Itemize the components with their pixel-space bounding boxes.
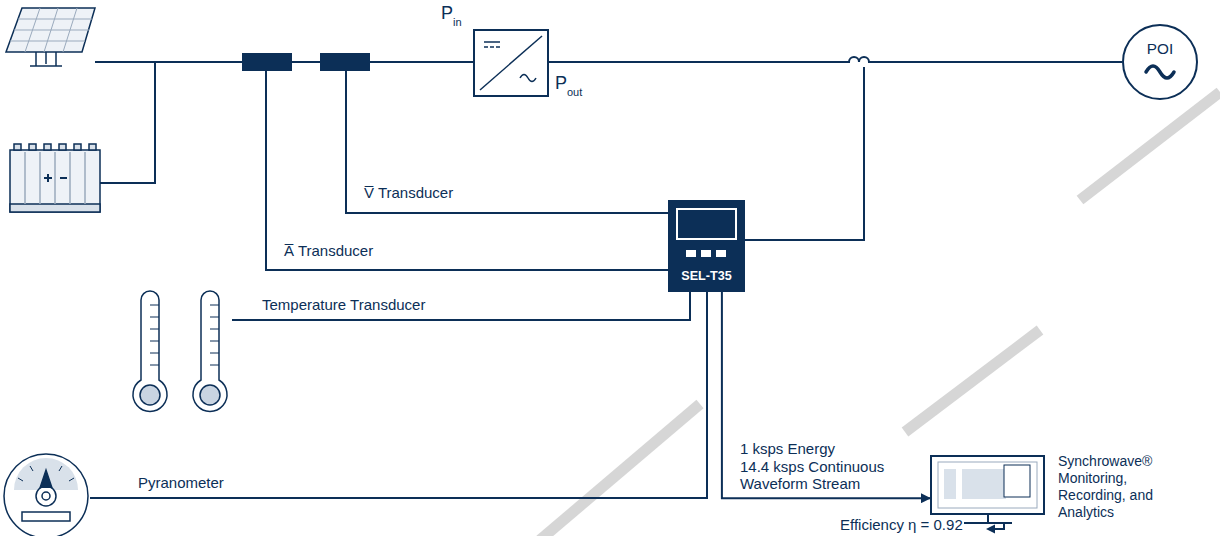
- ac-symbol: [1124, 26, 1196, 98]
- stream-label: 1 ksps Energy: [740, 440, 835, 457]
- window-pane: [944, 469, 956, 499]
- node-label: SEL-T35: [668, 268, 745, 284]
- arrow-head: [986, 525, 995, 534]
- power-symbol: P: [555, 73, 567, 93]
- stream-label: 14.4 ksps Continuous Waveform Stream: [740, 458, 905, 492]
- window-pane: [1004, 465, 1030, 497]
- window-frame: [938, 462, 1037, 508]
- wire-label: Temperature Transducer: [262, 296, 425, 313]
- relay-device: SEL-T35: [668, 200, 745, 292]
- device-screen: [677, 209, 736, 239]
- poi-circle: POI: [1122, 24, 1198, 100]
- inverter-symbol: [474, 30, 548, 96]
- device-button: [686, 250, 696, 257]
- wire-label: Pyranometer: [138, 474, 224, 491]
- subscript: out: [567, 86, 582, 98]
- subscript: in: [453, 16, 462, 28]
- battery-icon: [10, 144, 100, 212]
- thermometer-icon: [133, 291, 227, 411]
- node-label: Synchrowave® Monitoring, Recording, and …: [1058, 453, 1176, 521]
- result-label: Efficiency η = 0.92: [840, 516, 963, 533]
- window-pane: [962, 469, 1006, 499]
- wire-label: V̅ Transducer: [364, 184, 453, 201]
- wires: [90, 57, 1122, 529]
- monitor-windows: [932, 457, 1043, 513]
- monitor-stand: [964, 515, 1012, 523]
- wire-label: A̅ Transducer: [284, 242, 373, 259]
- device-button: [716, 250, 726, 257]
- current-transducer: [242, 53, 292, 71]
- node-label: POI: [1124, 39, 1196, 58]
- monitor-screen: Synchrowave® Monitoring, Recording, and …: [930, 455, 1045, 515]
- solar-panel-icon: [6, 8, 95, 66]
- power-symbol: P: [441, 3, 453, 23]
- voltage-transducer: [320, 53, 370, 71]
- signal-connector: [722, 292, 930, 498]
- pyranometer-icon: [4, 454, 88, 536]
- device-button: [701, 250, 711, 257]
- sine-wave: [1146, 66, 1174, 78]
- watermark: [540, 92, 1220, 536]
